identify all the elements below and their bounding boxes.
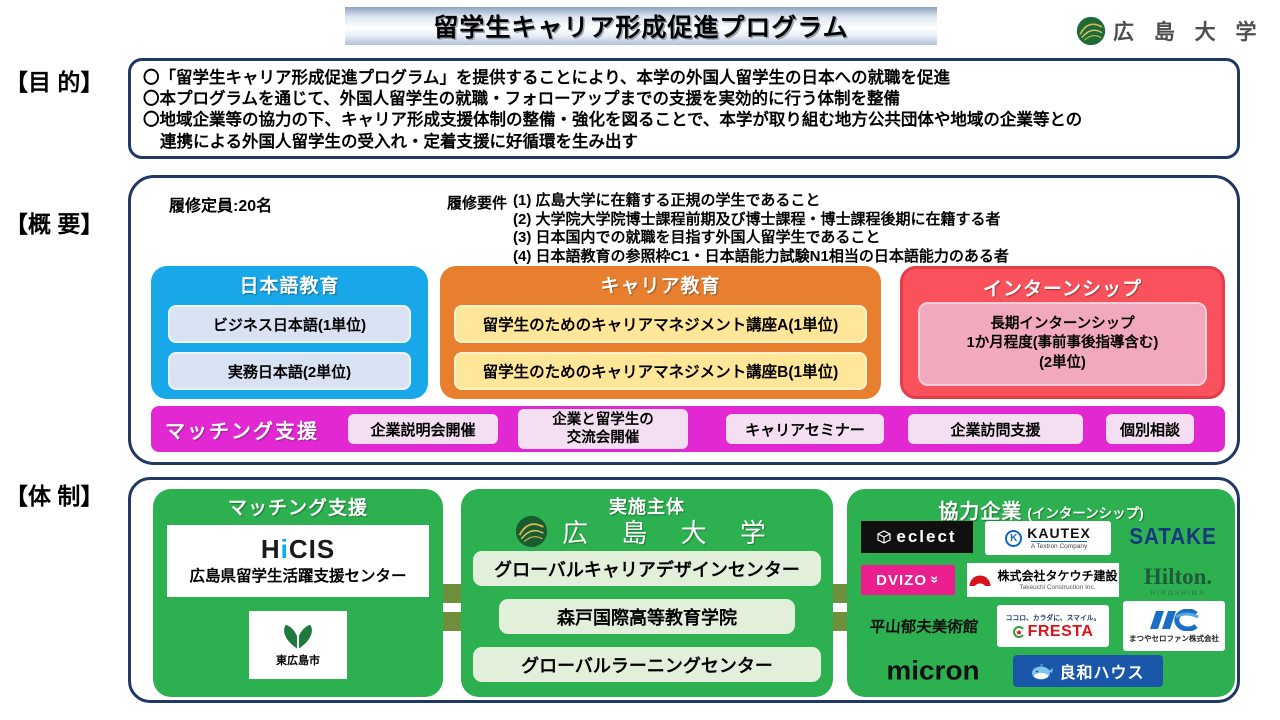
matching-support-title: マッチング支援: [165, 420, 319, 443]
course-item: 実務日本語(2単位): [168, 352, 411, 390]
matching-item: 個別相談: [1106, 414, 1194, 444]
course-item: 留学生のためのキャリアマネジメント講座B(1単位): [454, 352, 867, 390]
matching-support-bar: マッチング支援 企業説明会開催 企業と留学生の 交流会開催 キャリアセミナー 企…: [151, 406, 1225, 452]
hicis-logo-i: i: [280, 534, 289, 564]
center-item: グローバルキャリアデザインセンター: [473, 551, 821, 586]
fresta-text: FRESTA: [1027, 622, 1094, 640]
dvizo-text: DVIZO: [876, 571, 928, 589]
eclect-text: eclect: [896, 527, 957, 546]
higashihiroshima-city-emblem-icon: [284, 624, 312, 650]
fresta-logo: ココロ、カラダに、スマイル。 FRESTA: [997, 605, 1109, 647]
requirement-item: (1) 広島大学に在籍する正規の学生であること: [513, 192, 821, 209]
hicis-logo-h: H: [260, 534, 281, 564]
course-item: 長期インターンシップ 1か月程度(事前事後指導含む) (2単位): [918, 302, 1207, 386]
requirements-list: (1) 広島大学に在籍する正規の学生であること (2) 大学院大学院博士課程前期…: [513, 192, 1009, 266]
hiroshima-university-logo-icon: [1076, 16, 1106, 46]
hilton-logo: Hilton. HIROSHIMA: [1131, 561, 1225, 601]
hirayama-museum-logo: 平山郁夫美術館: [869, 619, 979, 636]
structure-box: マッチング支援 HiCIS 広島県留学生活躍支援センター 東広島市 実施主体: [128, 477, 1240, 703]
purpose-box: 〇「留学生キャリア形成促進プログラム」を提供することにより、本学の外国人留学生の…: [128, 58, 1240, 159]
center-item: 森戸国際高等教育学院: [499, 599, 795, 634]
purpose-line: 〇地域企業等の協力の下、キャリア形成支援体制の整備・強化を図ることで、本学が取り…: [143, 111, 1083, 130]
matching-support-org-title: マッチング支援: [227, 498, 368, 519]
takeuchi-arch-icon: [969, 575, 991, 586]
higashihiroshima-city-card: 東広島市: [249, 611, 347, 679]
partners-title-sub: (インターンシップ): [1027, 506, 1144, 521]
hicis-logo: HiCIS: [261, 536, 335, 562]
matsuya-logo: まつやセロファン株式会社: [1123, 601, 1225, 651]
page-title: 留学生キャリア形成促進プログラム: [433, 14, 849, 42]
requirement-item: (3) 日本国内での就職を目指す外国人留学生であること: [513, 229, 881, 247]
course-item: 留学生のためのキャリアマネジメント講座A(1単位): [454, 305, 867, 343]
hicis-card: HiCIS 広島県留学生活躍支援センター: [167, 525, 429, 597]
requirements-label: 履修要件: [447, 195, 508, 212]
satake-logo: SATAKE: [1129, 522, 1217, 549]
eclect-logo: eclect: [861, 521, 973, 553]
career-education-title: キャリア教育: [600, 276, 721, 297]
matching-item: 企業説明会開催: [348, 414, 498, 444]
takeuchi-logo: 株式会社タケウチ建設 Takeuchi Construction Inc.: [967, 563, 1119, 597]
purpose-line: 連携による外国人留学生の受入れ・定着支援に好循環を生み出す: [160, 132, 639, 151]
university-name: 広 島 大 学: [1113, 21, 1264, 44]
micron-logo: micron: [886, 655, 980, 686]
kautex-k-icon: K: [1005, 529, 1023, 547]
kautex-text-block: KAUTEX A Textron Company: [1027, 524, 1091, 551]
takeuchi-text-block: 株式会社タケウチ建設 Takeuchi Construction Inc.: [997, 569, 1117, 590]
purpose-section-label: 【目 的】: [5, 69, 104, 95]
eclect-cube-icon: [877, 530, 891, 544]
structure-section-label: 【体 制】: [5, 483, 104, 509]
hilton-text: Hilton.: [1143, 564, 1213, 589]
matsuya-mark-icon: [1150, 608, 1199, 631]
university-row: 広 島 大 学: [461, 513, 833, 550]
career-education-box: キャリア教育 留学生のためのキャリアマネジメント講座A(1単位) 留学生のための…: [440, 266, 881, 399]
fresta-text-row: FRESTA: [1012, 622, 1094, 641]
implementation-box: 実施主体 広 島 大 学 グローバルキャリアデザインセンター 森戸国際高等教育学…: [461, 489, 833, 697]
kautex-logo: K KAUTEX A Textron Company: [985, 521, 1111, 555]
takeuchi-subtext: Takeuchi Construction Inc.: [1019, 583, 1096, 591]
dvizo-chevron-icon: »: [927, 575, 944, 585]
overview-box: 履修定員:20名 履修要件 (1) 広島大学に在籍する正規の学生であること (2…: [128, 175, 1240, 465]
matching-item: 企業訪問支援: [908, 414, 1083, 444]
matching-support-org-box: マッチング支援 HiCIS 広島県留学生活躍支援センター 東広島市: [153, 489, 443, 697]
center-item: グローバルラーニングセンター: [473, 647, 821, 682]
fresta-slogan: ココロ、カラダに、スマイル。: [1005, 614, 1101, 622]
hiroshima-university-logo-icon: [516, 515, 548, 548]
implementation-title: 実施主体: [609, 497, 685, 517]
partners-box: 協力企業 (インターンシップ) eclect K KAUTEX A Textro…: [847, 489, 1235, 697]
requirement-item: (2) 大学院大学院博士課程前期及び博士課程・博士課程後期に在籍する者: [513, 210, 1001, 228]
university-brand: 広 島 大 学: [1076, 16, 1264, 46]
kautex-text: KAUTEX: [1027, 524, 1091, 541]
partners-title-main: 協力企業: [938, 501, 1023, 523]
partners-title: 協力企業 (インターンシップ): [847, 495, 1235, 524]
takeuchi-text: 株式会社タケウチ建設: [997, 569, 1118, 584]
matsuya-text: まつやセロファン株式会社: [1129, 633, 1219, 643]
city-name: 東広島市: [276, 655, 320, 667]
purpose-line: 〇「留学生キャリア形成促進プログラム」を提供することにより、本学の外国人留学生の…: [143, 69, 951, 87]
riwa-house-logo: 良和ハウス: [1013, 655, 1163, 687]
japanese-education-box: 日本語教育 ビジネス日本語(1単位) 実務日本語(2単位): [151, 266, 428, 399]
overview-section-label: 【概 要】: [5, 211, 104, 237]
whale-icon: [1032, 663, 1054, 680]
dvizo-logo: DVIZO »: [861, 565, 955, 595]
internship-title: インターンシップ: [982, 279, 1143, 300]
fresta-mark-icon: [1012, 625, 1024, 638]
requirement-item: (4) 日本語教育の参照枠C1・日本語能力試験N1相当の日本語能力のある者: [513, 247, 1009, 265]
course-item: ビジネス日本語(1単位): [168, 305, 411, 343]
hicis-logo-rest: CIS: [288, 534, 336, 564]
riwa-text: 良和ハウス: [1059, 665, 1145, 682]
kautex-subtext: A Textron Company: [1030, 541, 1088, 551]
matching-item: 企業と留学生の 交流会開催: [518, 409, 688, 449]
japanese-education-title: 日本語教育: [239, 276, 340, 297]
matching-item: キャリアセミナー: [726, 414, 884, 444]
capacity-text: 履修定員:20名: [169, 198, 273, 215]
internship-box: インターンシップ 長期インターンシップ 1か月程度(事前事後指導含む) (2単位…: [900, 266, 1225, 399]
purpose-line: 〇本プログラムを通じて、外国人留学生の就職・フォローアップまでの支援を実効的に行…: [143, 90, 901, 109]
title-bar: 留学生キャリア形成促進プログラム: [345, 7, 937, 45]
university-name: 広 島 大 学: [562, 518, 779, 548]
hilton-subtext: HIROSHIMA: [1150, 590, 1206, 597]
hicis-name: 広島県留学生活躍支援センター: [189, 568, 407, 585]
